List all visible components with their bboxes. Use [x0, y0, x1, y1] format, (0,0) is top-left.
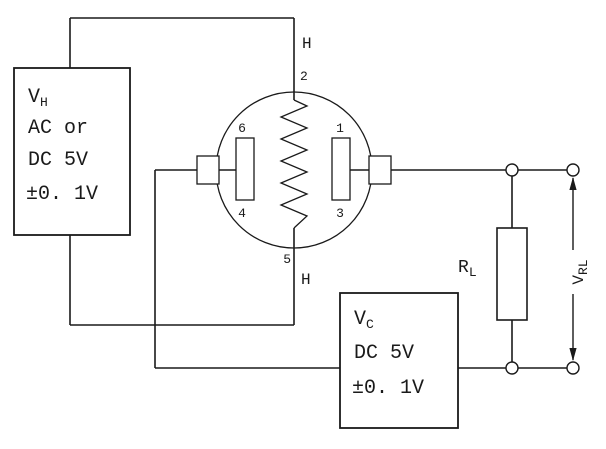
output-voltage-label: VRL [570, 259, 591, 284]
vh-symbol-sub: H [40, 95, 48, 110]
vc-symbol-sub: C [366, 317, 374, 332]
pin-4-label: 4 [238, 206, 246, 221]
terminal-rl-bottom [505, 361, 519, 375]
terminal-output-top [566, 163, 580, 177]
heater-coil [279, 99, 309, 229]
vrl-symbol-sub: RL [576, 259, 591, 275]
vrl-arrow-up-icon [569, 177, 577, 190]
load-resistor-label: RL [458, 258, 477, 280]
vrl-symbol-main: V [570, 275, 588, 285]
vh-symbol: VH [28, 86, 48, 110]
vh-line3: DC 5V [28, 149, 88, 172]
pin-5-label: 5 [283, 252, 291, 267]
vc-source-box [339, 292, 459, 429]
heater-bottom-label: H [301, 271, 311, 289]
load-resistor [496, 227, 528, 321]
terminal-rl-top [505, 163, 519, 177]
pin-1-label: 1 [336, 121, 344, 136]
vc-line3: ±0. 1V [352, 377, 424, 400]
vc-symbol-main: V [354, 308, 366, 331]
lead-left [196, 155, 220, 185]
pin-3-label: 3 [336, 206, 344, 221]
rl-symbol-main: R [458, 258, 469, 278]
electrode-right [331, 137, 351, 201]
terminal-output-bottom [566, 361, 580, 375]
vh-line4: ±0. 1V [26, 183, 98, 206]
rl-symbol-sub: L [469, 265, 477, 280]
vh-source-box [13, 67, 131, 236]
vc-symbol: VC [354, 308, 374, 332]
vh-symbol-main: V [28, 86, 40, 109]
heater-top-label: H [302, 35, 312, 53]
lead-right [368, 155, 392, 185]
vh-line2: AC or [28, 117, 88, 140]
vrl-arrow-down-icon [569, 348, 577, 361]
electrode-left [235, 137, 255, 201]
pin-2-label: 2 [300, 69, 308, 84]
pin-6-label: 6 [238, 121, 246, 136]
vc-line2: DC 5V [354, 342, 414, 365]
